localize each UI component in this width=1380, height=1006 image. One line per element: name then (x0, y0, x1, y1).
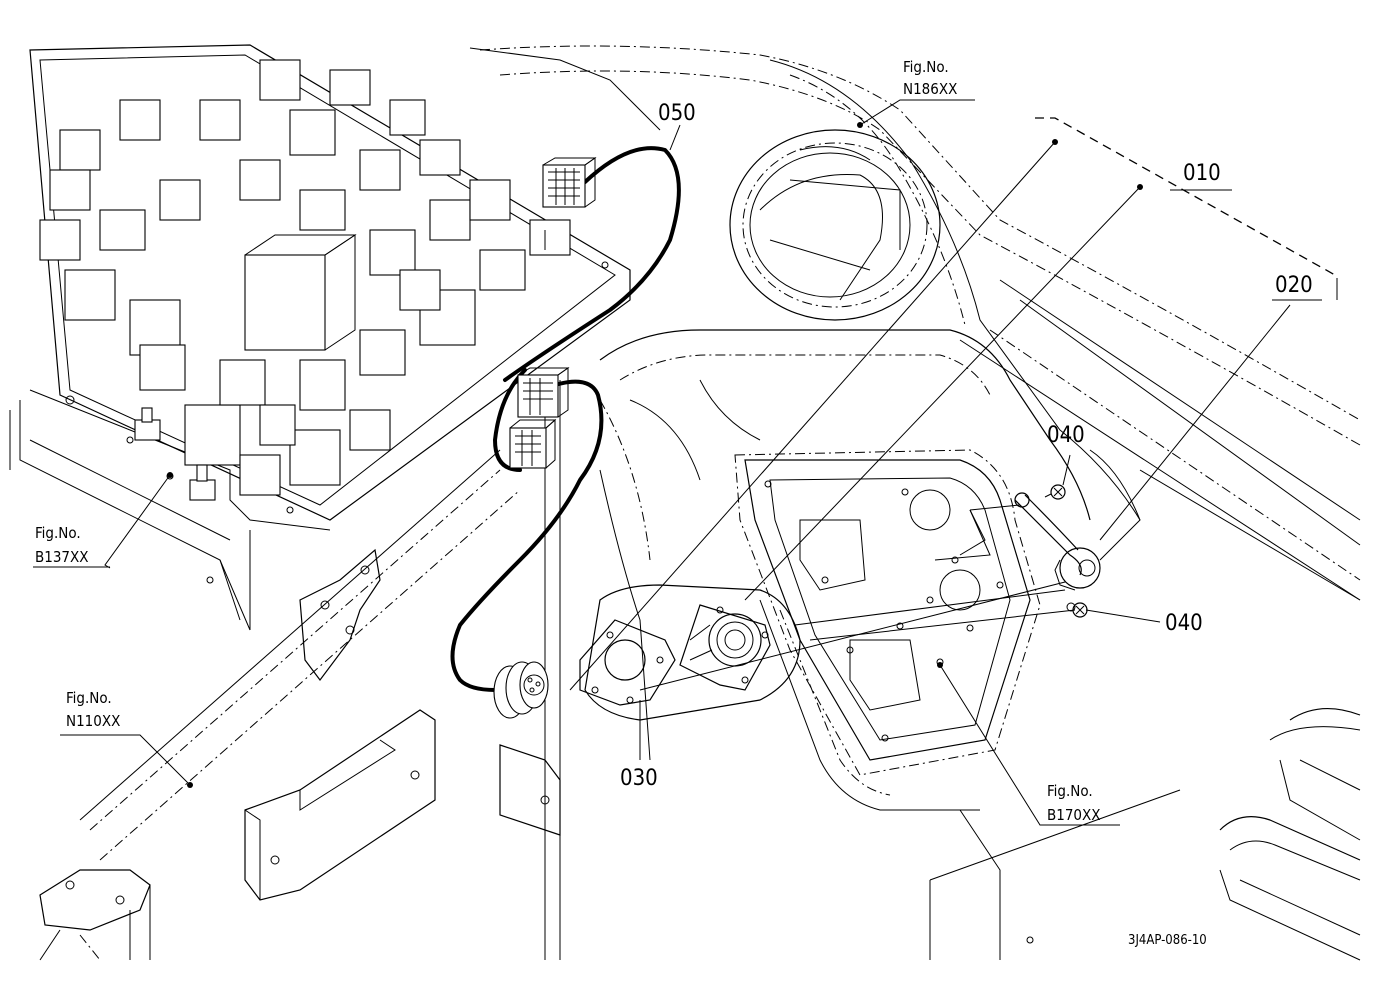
cab-body-outline (469, 45, 1361, 601)
figref-b170-label: Fig.No. (1047, 782, 1093, 800)
figref-b137-label: Fig.No. (35, 524, 81, 542)
bracket-left (39, 548, 561, 961)
callout-020: 020 (1275, 273, 1313, 298)
figref-b137-code: B137XX (35, 548, 89, 566)
callout-030: 030 (620, 766, 658, 791)
callout-050: 050 (658, 101, 696, 126)
callout-040-upper: 040 (1047, 423, 1085, 448)
figref-n186-code: N186XX (903, 80, 957, 98)
connector-plates (579, 584, 801, 721)
floor-panels (1026, 707, 1361, 961)
steering-column (729, 129, 941, 321)
ground-strap (1014, 492, 1101, 591)
terminal-posts (65, 261, 609, 584)
control-box (9, 44, 631, 631)
figure-references: Fig.No. N186XX Fig.No. B137XX Fig.No. N1… (33, 58, 1101, 824)
figref-b137: Fig.No. B137XX (35, 524, 89, 566)
relay-cluster (39, 59, 571, 496)
nut-040-upper (1044, 484, 1066, 500)
callout-040-lower: 040 (1165, 611, 1203, 636)
frame-dashdot (79, 449, 521, 861)
figref-n186: Fig.No. N186XX (903, 58, 957, 98)
leader-lines (60, 99, 1291, 826)
figref-b170: Fig.No. B170XX (1047, 782, 1101, 824)
figref-n186-label: Fig.No. (903, 58, 949, 76)
figref-n110: Fig.No. N110XX (66, 689, 120, 730)
dash-panel (734, 449, 1041, 776)
figref-n110-code: N110XX (66, 712, 120, 730)
drawing-number: 3J4AP-086-10 (1128, 933, 1207, 948)
nut-040-lower (1066, 602, 1088, 618)
figref-b170-code: B170XX (1047, 806, 1101, 824)
connector-mid-lower (509, 418, 557, 469)
connector-mid-upper (517, 367, 570, 418)
callout-010: 010 (1183, 161, 1221, 186)
callout-labels: 050 010 020 040 040 030 (620, 101, 1313, 791)
assembly-bracket (1035, 117, 1338, 301)
figref-n110-label: Fig.No. (66, 689, 112, 707)
connector-top (542, 157, 597, 208)
wire-harness-050 (450, 146, 681, 719)
round-connector-plug (493, 661, 549, 719)
